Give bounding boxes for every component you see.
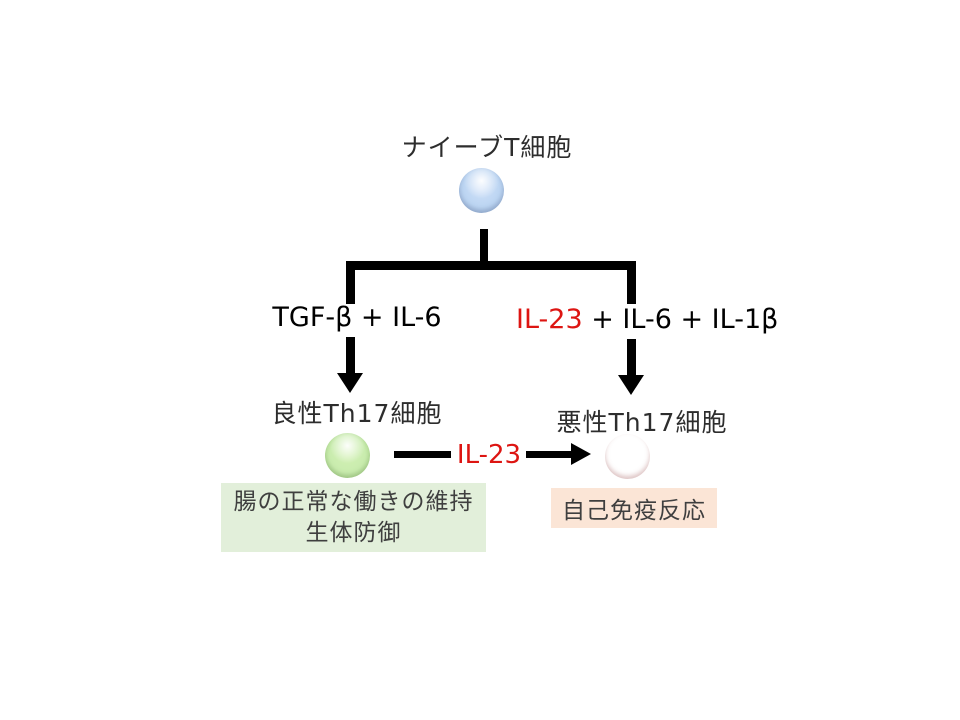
benign-th17-label: 良性Th17細胞 [271,399,443,428]
malignant-th17-sphere [605,434,650,479]
benign-outcome-box: 腸の正常な働きの維持 生体防御 [221,483,486,552]
benign-th17-sphere [325,433,370,478]
right-differentiation-arrow-shaft [627,339,636,376]
benign-outcome-line2: 生体防御 [305,519,402,546]
autoimmune-outcome-label: 自己免疫反応 [562,498,706,524]
naive-t-cell-label: ナイーブT細胞 [401,133,573,162]
branch-horizontal-line [346,261,636,270]
right-condition-highlight: IL-23 [516,304,583,335]
conversion-arrow-segment-right [526,451,573,458]
left-condition-label: TGF-β + IL-6 [272,302,442,333]
branch-left-stub-line [346,261,355,304]
left-differentiation-arrow-shaft [346,337,355,374]
naive-t-cell-sphere [459,168,504,213]
branch-right-stub-line [627,261,636,304]
autoimmune-outcome-box: 自己免疫反応 [551,488,717,528]
conversion-arrowhead-icon [571,443,591,465]
right-condition-rest: + IL-6 + IL-1β [582,304,779,335]
conversion-arrow-segment-left [394,451,451,458]
right-differentiation-arrowhead-icon [618,375,644,395]
conversion-arrow-label: IL-23 [456,440,522,470]
right-condition-label: IL-23 + IL-6 + IL-1β [516,304,778,335]
benign-outcome-line1: 腸の正常な働きの維持 [233,488,474,515]
branch-stem-line [480,229,488,268]
malignant-th17-label: 悪性Th17細胞 [556,408,728,437]
left-differentiation-arrowhead-icon [337,373,363,393]
